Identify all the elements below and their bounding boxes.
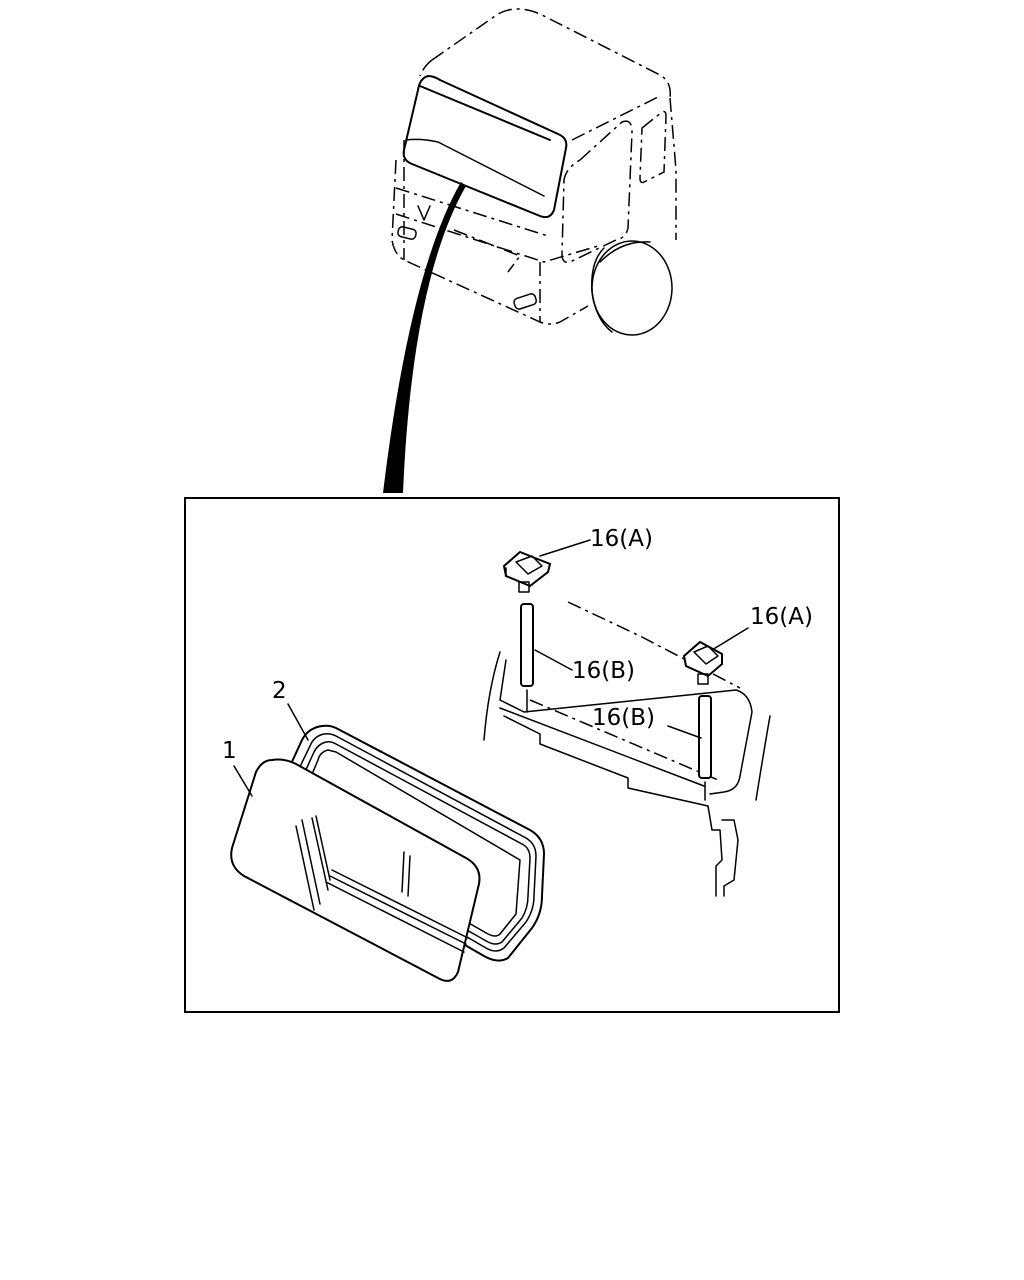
windshield-glass: [230, 758, 481, 982]
truck-cab-illustration: [391, 8, 677, 336]
pointer-leader: [383, 182, 466, 493]
callout-1: 1: [222, 738, 237, 764]
clip-16a-left: [502, 550, 552, 593]
detail-frame: [184, 497, 840, 1013]
clip-16a-right: [682, 640, 723, 685]
callout-16a-right: 16(A): [750, 604, 813, 630]
leader-line-2: [287, 703, 309, 741]
leader-line-16b-left: [534, 649, 573, 671]
leader-line-16b-right: [667, 725, 702, 739]
callout-2: 2: [272, 678, 287, 704]
leader-line-1: [233, 765, 253, 797]
leader-line-16a-right: [711, 627, 749, 651]
callout-16a-left: 16(A): [590, 526, 653, 552]
pin-16b-left: [520, 603, 534, 713]
callout-16b-left: 16(B): [572, 658, 635, 684]
leader-line-16a-left: [539, 539, 591, 557]
callout-16b-right: 16(B): [592, 705, 655, 731]
